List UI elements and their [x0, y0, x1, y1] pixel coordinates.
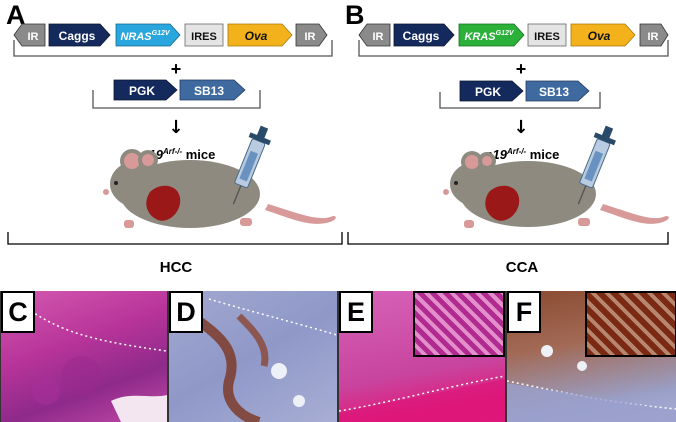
ihc-texture-d: [195, 298, 337, 422]
down-arrow-icon-a: ↓: [168, 117, 183, 138]
he-texture-e: [339, 375, 505, 422]
caggs-element-a: Caggs: [48, 23, 111, 47]
liver-icon-b: [485, 185, 520, 221]
pgk-element-a: PGK: [113, 79, 178, 101]
kras-element-b: KRASG12V: [458, 23, 525, 47]
bracket-a: [7, 232, 343, 245]
ires-label-b: IRES: [534, 31, 560, 43]
mice-word-a: mice: [182, 147, 215, 162]
ires-element-b: IRES: [527, 23, 567, 47]
histology-label-c: C: [1, 291, 35, 333]
plus-sign-a: +: [171, 59, 182, 79]
panel-letter-a: A: [6, 0, 26, 30]
ir-left-element-a: IR: [13, 23, 46, 47]
syringe-icon-b: [577, 125, 616, 205]
kras-label-b: KRASG12V: [464, 30, 514, 43]
ihc-texture-f: [507, 345, 676, 422]
ires-label-a: IRES: [191, 31, 217, 43]
pgk-label-b: PGK: [475, 85, 501, 99]
histology-label-d: D: [169, 291, 203, 333]
sb13-element-b: SB13: [525, 80, 590, 102]
histology-label-f: F: [507, 291, 541, 333]
caggs-label-b: Caggs: [403, 29, 440, 43]
histology-panel-f: F: [506, 291, 676, 422]
sb13-element-a: SB13: [179, 79, 246, 101]
panel-letter-b: B: [345, 0, 365, 30]
ires-element-a: IRES: [184, 23, 224, 47]
sb13-label-a: SB13: [194, 84, 224, 98]
plus-sign-b: +: [516, 59, 527, 79]
inset-image-e: [413, 291, 505, 357]
mouse-icon-a: [103, 149, 336, 228]
kras-gene-name: KRAS: [464, 31, 496, 43]
bracket-b: [347, 232, 669, 245]
mouse-icon-b: [443, 151, 669, 228]
caggs-label-a: Caggs: [59, 29, 96, 43]
ir-right-label-a: IR: [305, 31, 316, 43]
down-arrow-icon-b: ↓: [513, 117, 528, 138]
caggs-element-b: Caggs: [393, 23, 455, 47]
nras-gene-name: NRAS: [120, 31, 152, 43]
histology-panel-d: D: [168, 291, 338, 422]
schematic-diagram: IR Caggs NRASG12V IRES Ova IR +: [7, 23, 669, 276]
ir-right-element-a: IR: [295, 23, 328, 47]
ova-element-b: Ova: [570, 23, 636, 47]
liver-icon-a: [146, 185, 181, 221]
ir-right-label-b: IR: [648, 31, 659, 43]
sb13-label-b: SB13: [539, 85, 569, 99]
pgk-element-b: PGK: [459, 80, 524, 102]
plasmid-outline-b: [358, 40, 669, 57]
nras-label-a: NRASG12V: [120, 30, 170, 43]
ir-left-element-b: IR: [358, 23, 391, 47]
ir-left-label-a: IR: [28, 31, 39, 43]
pgk-label-a: PGK: [129, 84, 155, 98]
ir-right-element-b: IR: [639, 23, 669, 47]
kras-gene-mutation: G12V: [496, 30, 515, 37]
mice-genotype-sup-b: Arf-/-: [506, 147, 526, 156]
he-texture-c: [30, 310, 167, 422]
plasmid-outline-a: [13, 40, 333, 57]
panel-a: IR Caggs NRASG12V IRES Ova IR +: [7, 23, 343, 276]
outcome-label-b: CCA: [506, 259, 539, 276]
inset-image-f: [585, 291, 676, 357]
nras-element-a: NRASG12V: [115, 23, 181, 47]
histology-strip: C D E F: [0, 291, 676, 422]
outcome-label-a: HCC: [160, 259, 193, 276]
histology-panel-c: C: [0, 291, 168, 422]
syringe-icon-a: [232, 125, 271, 205]
ova-label-a: Ova: [245, 29, 268, 43]
histology-panel-e: E: [338, 291, 506, 422]
transposase-outline-b: [439, 92, 601, 109]
transposase-outline-a: [92, 90, 261, 109]
ir-left-label-b: IR: [373, 31, 384, 43]
panel-b: IR Caggs KRASG12V IRES Ova IR + PGK: [347, 23, 669, 276]
nras-gene-mutation: G12V: [152, 30, 171, 37]
mice-genotype-sup-a: Arf-/-: [162, 147, 182, 156]
ova-label-b: Ova: [588, 29, 611, 43]
mice-word-b: mice: [526, 147, 559, 162]
ova-element-a: Ova: [227, 23, 293, 47]
histology-label-e: E: [339, 291, 373, 333]
